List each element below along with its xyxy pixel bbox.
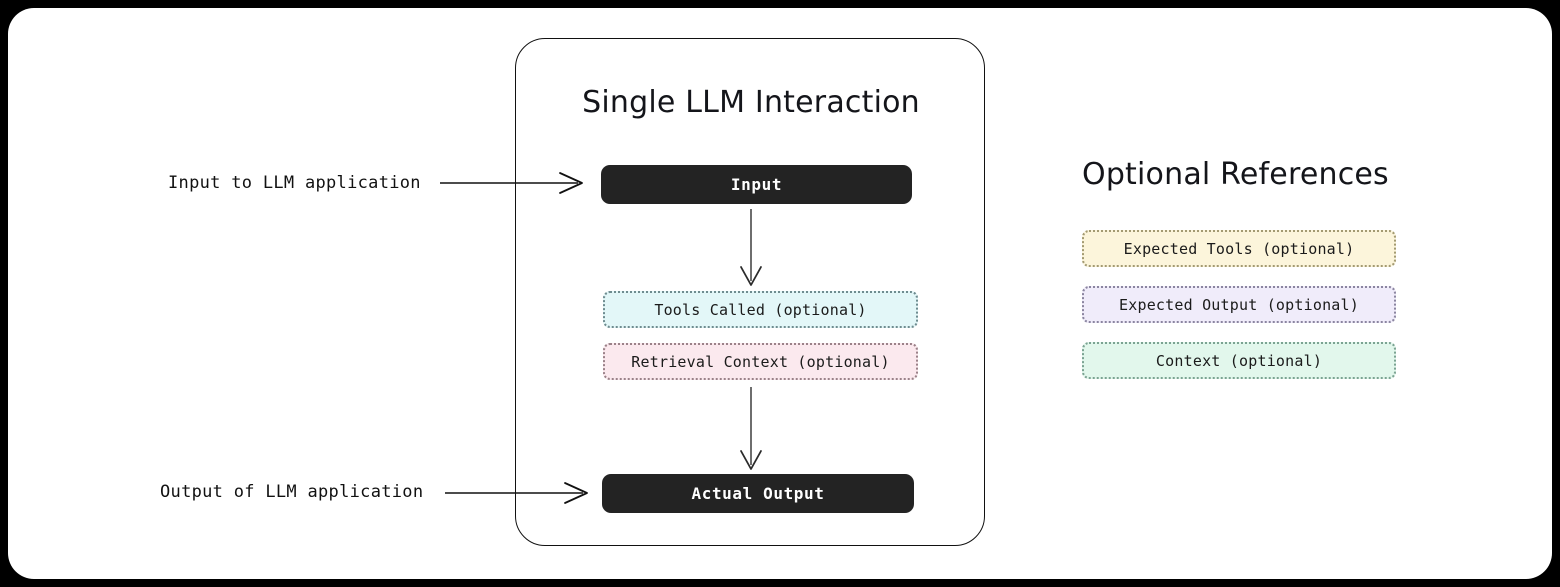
optional-references-title: Optional References — [1082, 157, 1389, 192]
diagram-canvas: Single LLM Interaction Input Tools Calle… — [8, 8, 1552, 579]
reference-box-expected-output[interactable]: Expected Output (optional) — [1082, 286, 1396, 323]
reference-box-expected-tools[interactable]: Expected Tools (optional) — [1082, 230, 1396, 267]
arrow-context-to-actual-output-icon — [740, 387, 762, 470]
node-actual-output[interactable]: Actual Output — [602, 474, 914, 513]
label-input-to-llm-application: Input to LLM application — [168, 173, 421, 193]
interaction-container-title: Single LLM Interaction — [582, 85, 920, 120]
reference-box-context[interactable]: Context (optional) — [1082, 342, 1396, 379]
node-retrieval-context[interactable]: Retrieval Context (optional) — [603, 343, 918, 380]
single-llm-interaction-container: Single LLM Interaction Input Tools Calle… — [515, 38, 985, 546]
arrow-output-annotation-icon — [445, 482, 588, 504]
node-tools-called[interactable]: Tools Called (optional) — [603, 291, 918, 328]
node-input[interactable]: Input — [601, 165, 912, 204]
arrow-input-to-tools-icon — [740, 209, 762, 286]
label-output-of-llm-application: Output of LLM application — [160, 482, 424, 502]
optional-references-panel: Optional References Expected Tools (opti… — [1082, 156, 1402, 398]
arrow-input-annotation-icon — [440, 172, 583, 194]
